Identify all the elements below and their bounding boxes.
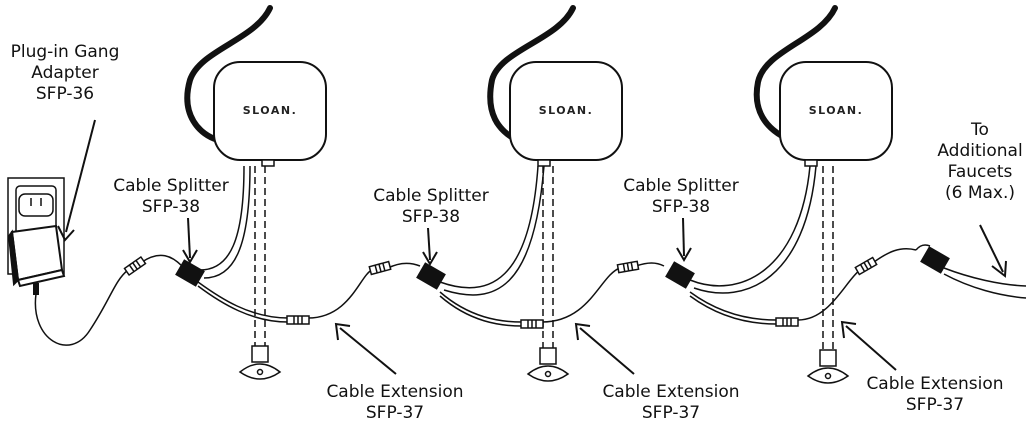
extension-1-label: Cable Extension SFP-37 (312, 382, 478, 424)
extension-2-line-1: Cable Extension (602, 382, 740, 402)
splitter-3-line-2: SFP-38 (651, 197, 711, 217)
gang-adapter (7, 224, 66, 295)
gang-adapter-line-3: SFP-36 (35, 84, 95, 104)
brand-logo: SLOAN. (809, 104, 864, 117)
gang-adapter-line-2: Adapter (31, 63, 99, 83)
extension-2-line-2: SFP-37 (641, 403, 701, 423)
extension-3-label: Cable Extension SFP-37 (852, 374, 1018, 416)
splitter-1-label: Cable Splitter SFP-38 (96, 176, 246, 218)
control-box-2: SLOAN. (509, 61, 623, 167)
valve-2 (526, 347, 570, 382)
extension-3-line-1: Cable Extension (866, 374, 1004, 394)
brand-logo: SLOAN. (539, 104, 594, 117)
valve-3 (806, 349, 850, 384)
additional-faucets-label: To Additional Faucets (6 Max.) (930, 120, 1030, 204)
extension-2-label: Cable Extension SFP-37 (588, 382, 754, 424)
additional-line-1: To (971, 120, 989, 140)
splitter-1-line-1: Cable Splitter (113, 176, 229, 196)
pointer-arrows (57, 119, 1007, 375)
splitter-1-line-2: SFP-38 (141, 197, 201, 217)
splitter-4 (920, 246, 950, 274)
dashed-supply-lines (254, 166, 834, 352)
extension-1-line-2: SFP-37 (365, 403, 425, 423)
brand-logo: SLOAN. (243, 104, 298, 117)
extension-1-line-1: Cable Extension (326, 382, 464, 402)
splitter-3 (665, 261, 695, 289)
gang-adapter-label: Plug-in Gang Adapter SFP-36 (6, 42, 124, 105)
splitters (175, 246, 950, 290)
control-box-1: SLOAN. (213, 61, 327, 167)
splitter-2-line-1: Cable Splitter (373, 186, 489, 206)
splitter-3-line-1: Cable Splitter (623, 176, 739, 196)
splitter-1 (175, 259, 205, 287)
splitter-2-label: Cable Splitter SFP-38 (356, 186, 506, 228)
additional-line-3: Faucets (947, 162, 1013, 182)
splitter-2 (416, 262, 446, 290)
control-box-3: SLOAN. (779, 61, 893, 167)
cables (34, 165, 1027, 346)
splitter-3-label: Cable Splitter SFP-38 (606, 176, 756, 218)
faucet-hoses (184, 5, 838, 143)
valve-1 (238, 345, 282, 380)
additional-line-4: (6 Max.) (944, 183, 1016, 203)
extension-3-line-2: SFP-37 (905, 395, 965, 415)
connectors (123, 255, 878, 329)
additional-line-2: Additional (937, 141, 1023, 161)
gang-adapter-line-1: Plug-in Gang (10, 42, 120, 62)
splitter-2-line-2: SFP-38 (401, 207, 461, 227)
